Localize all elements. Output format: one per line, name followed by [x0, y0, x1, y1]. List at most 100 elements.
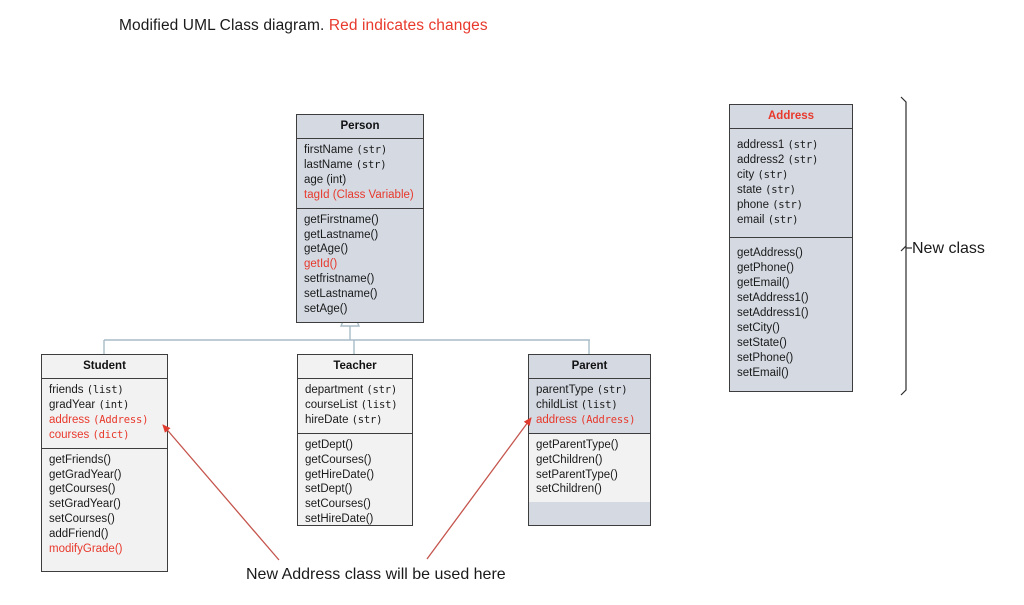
attribute-type: (int): [98, 398, 130, 411]
attribute-name: firstName: [304, 144, 357, 156]
method-row: getGradYear(): [49, 468, 122, 481]
method-row: getDept(): [305, 438, 353, 451]
attribute-type: (dict): [92, 428, 130, 441]
class-name-person: Person: [297, 115, 423, 139]
attributes-section-address: address1 (str)address2 (str)city (str)st…: [730, 129, 852, 237]
attribute-row: address2 (str): [737, 153, 845, 168]
class-name-address: Address: [730, 105, 852, 129]
class-box-student[interactable]: Student friends (list)gradYear (int)addr…: [41, 354, 168, 572]
method-row: setChildren(): [536, 483, 602, 496]
arrow-to-parent-address: [426, 417, 532, 560]
attribute-row: firstName (str): [304, 143, 416, 158]
method-row: getFriends(): [49, 453, 111, 466]
attribute-type: (str): [772, 198, 803, 211]
class-box-teacher[interactable]: Teacher department (str)courseList (list…: [297, 354, 413, 526]
method-row: addFriend(): [49, 528, 109, 541]
method-row: getId(): [304, 258, 338, 271]
methods-section-parent: getParentType() getChildren() setParentTyp…: [529, 432, 650, 503]
annotation-new-class: New class: [912, 240, 985, 257]
attribute-row: state (str): [737, 183, 845, 198]
attribute-row: address1 (str): [737, 138, 845, 153]
attribute-name: childList: [536, 398, 581, 411]
attribute-row: gradYear (int): [49, 398, 160, 413]
method-row: setAddress1(): [737, 307, 809, 320]
attribute-name: gradYear: [49, 398, 99, 411]
attribute-row: courses (dict): [49, 428, 160, 443]
method-row: setCourses(): [49, 513, 115, 526]
attribute-row: tagId (Class Variable): [304, 188, 416, 203]
method-row: setGradYear(): [49, 498, 121, 511]
method-row: getChildren(): [536, 453, 603, 466]
method-row: getAddress(): [737, 247, 803, 260]
attribute-row: email (str): [737, 213, 845, 228]
arrow-to-student-address: [162, 424, 280, 561]
method-row: setEmail(): [737, 366, 789, 379]
method-row: getFirstname(): [304, 213, 379, 226]
method-row: getAge(): [304, 243, 349, 256]
attribute-type: (Class Variable): [332, 188, 414, 201]
class-name-student: Student: [42, 355, 167, 379]
attribute-type: (Address): [580, 413, 636, 426]
method-row: setState(): [737, 336, 787, 349]
attribute-name: address1: [737, 139, 788, 151]
attribute-row: parentType (str): [536, 383, 643, 398]
attribute-name: courses: [49, 428, 93, 441]
method-row: getLastname(): [304, 228, 379, 241]
attribute-type: (str): [787, 139, 819, 151]
method-row: setAddress1(): [737, 292, 809, 305]
attribute-row: hireDate (str): [305, 413, 405, 428]
attribute-name: department: [305, 384, 367, 396]
class-name-parent: Parent: [529, 355, 650, 379]
attribute-name: state: [737, 183, 766, 196]
method-row: getParentType(): [536, 438, 619, 451]
attribute-type: (str): [767, 213, 799, 226]
methods-section-address: getAddress()getPhone()getEmail()setAddre…: [730, 237, 852, 390]
method-row: modifyGrade(): [49, 543, 123, 556]
attribute-name: courseList: [305, 398, 361, 411]
class-box-person[interactable]: Person firstName (str)lastName (str)age …: [296, 114, 424, 323]
attribute-name: email: [737, 213, 768, 226]
attribute-row: lastName (str): [304, 158, 416, 173]
attribute-type: (str): [351, 413, 383, 426]
attribute-name: address: [49, 413, 94, 426]
method-row: setCourses(): [305, 498, 371, 511]
annotation-bottom-note: New Address class will be used here: [246, 566, 506, 583]
method-row: setfristname(): [304, 273, 375, 286]
attribute-type: (list): [86, 384, 124, 396]
attribute-type: (str): [757, 168, 789, 181]
attribute-name: friends: [49, 384, 87, 396]
attribute-name: age: [304, 173, 327, 186]
attribute-row: department (str): [305, 383, 405, 398]
attribute-row: courseList (list): [305, 398, 405, 413]
attribute-type: (str): [596, 384, 628, 396]
attribute-name: phone: [737, 198, 773, 211]
class-box-address[interactable]: Address address1 (str)address2 (str)city…: [729, 104, 853, 392]
class-name-teacher: Teacher: [298, 355, 412, 379]
attribute-row: address (Address): [536, 413, 643, 428]
attributes-section-person: firstName (str)lastName (str)age (int)ta…: [297, 139, 423, 208]
page-title: Modified UML Class diagram. Red indicate…: [119, 17, 488, 35]
attribute-name: address2: [737, 153, 788, 166]
method-row: getCourses(): [305, 453, 372, 466]
attribute-row: age (int): [304, 173, 416, 188]
attributes-section-parent: parentType (str)childList (list)address …: [529, 379, 650, 433]
attribute-name: lastName: [304, 158, 356, 171]
attribute-name: address: [536, 413, 581, 426]
methods-section-student: getFriends()getGradYear()getCourses()set…: [42, 447, 167, 562]
method-row: setAge(): [304, 303, 348, 316]
class-box-parent[interactable]: Parent parentType (str)childList (list)a…: [528, 354, 651, 526]
attribute-row: friends (list): [49, 383, 160, 398]
attribute-type: (Address): [93, 413, 149, 426]
attribute-row: city (str): [737, 168, 845, 183]
page-title-main: Modified UML Class diagram.: [119, 17, 325, 34]
attribute-name: parentType: [536, 384, 597, 396]
attribute-row: address (Address): [49, 413, 160, 428]
method-row: getHireDate(): [305, 468, 375, 481]
attribute-type: (str): [355, 158, 387, 171]
method-row: setCity(): [737, 321, 780, 334]
attribute-row: phone (str): [737, 198, 845, 213]
attribute-type: (list): [360, 398, 398, 411]
attribute-type: (str): [787, 153, 819, 166]
attribute-name: hireDate: [305, 413, 352, 426]
method-row: setParentType(): [536, 468, 618, 481]
